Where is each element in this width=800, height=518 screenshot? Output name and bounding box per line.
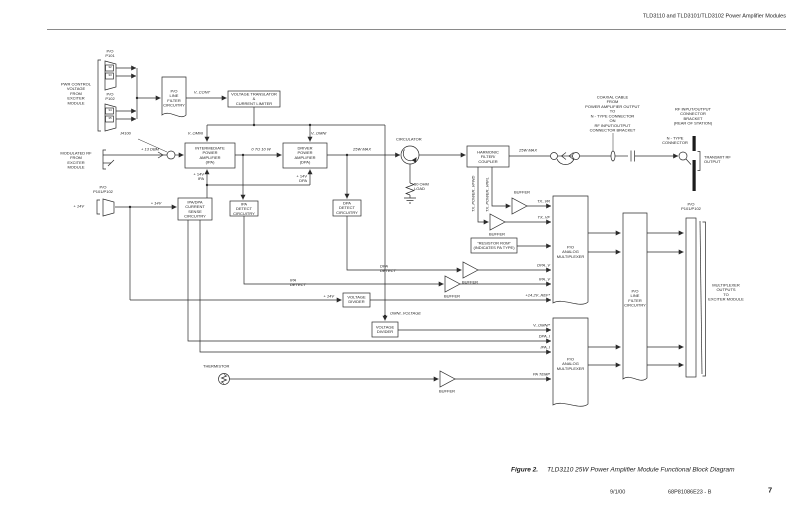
junction-dots [128, 96, 387, 318]
p102-pin-35: 35 [107, 116, 112, 120]
bracket-symbols [96, 59, 706, 377]
line-filter-left-label: P/O LINE FILTER CIRCUITRY [163, 89, 185, 108]
p101-pin-33: 33 [107, 73, 112, 77]
ipa-v-label: IPA_V [538, 277, 550, 282]
cable-connector-icons [550, 150, 635, 165]
tx-power-vfwd-label: TX_POWER_VFWD [471, 175, 476, 212]
figure-label: Figure 2. [511, 465, 539, 474]
p102-label: P/O P102 [105, 92, 115, 102]
figure-title: TLD3110 25W Power Amplifier Module Funct… [547, 465, 735, 474]
plus14v-left-label: + 14V [73, 204, 84, 209]
rf-25w-max-label-2: 25W MAX [518, 148, 537, 153]
thermistor-icon [218, 373, 230, 385]
footer-date: 9/1/00 [610, 489, 626, 495]
supply-connector-label: P/O P101/P102 [93, 185, 113, 195]
v-cont-label: V_CONT [193, 90, 211, 95]
connector-p101-symbol [104, 60, 117, 91]
voltage-divider1-label: VOLTAGE DIVIDER [347, 295, 366, 305]
ipa-detect-box-label: IPA DETECT CIRCUITRY [233, 201, 255, 216]
dpa-v-label: DPA_V [537, 263, 550, 268]
footer-doc-number: 68P81086E23 - B [668, 489, 712, 495]
footer-page-number: 7 [768, 486, 773, 495]
p101-pin-32: 32 [107, 65, 112, 69]
plus14v-ipa-label: + 14V IPA [193, 172, 204, 182]
supply-connector-symbol [102, 198, 115, 217]
thermistor-label: THERMISTOR [203, 364, 230, 369]
tx-power-vrfl-label: TX_POWER_VRFL [485, 177, 490, 212]
analog-mux1-label: P/O ANALOG MULTIPLEXER [556, 244, 585, 259]
p101-label: P/O P101 [105, 49, 115, 59]
tx-vf-label: TX_VF [537, 215, 550, 220]
dpa-box-label: DRIVER POWER AMPLIFIER (DPA) [294, 146, 316, 165]
analog-mux1-box [552, 195, 589, 305]
line-filter-left-box [161, 76, 187, 118]
resistor-rom-label: "RESISTOR ROM" (INDICATES PA TYPE) [473, 241, 515, 251]
plus14v-divider-label: + 14V [323, 294, 334, 299]
buffer-label-4: BUFFER [444, 294, 460, 299]
dpa-detect-signal-label: DPA DETECT [380, 264, 396, 274]
analog-mux2-label: P/O ANALOG MULTIPLEXER [556, 357, 585, 371]
buffer-amplifier-icons [439, 197, 528, 388]
pwr-control-note: PWR CONTROL VOLTAGE FROM EXCITER MODULE [61, 82, 91, 106]
page-header-title: TLD3110 and TLD3101/TLD3102 Power Amplif… [642, 13, 786, 19]
voltage-translator-label: VOLTAGE TRANSLATOR & CURRENT LIMITER [231, 92, 277, 106]
load-resistor-icon [404, 164, 416, 204]
line-filter-right-label: P/O LINE FILTER CIRCUITRY [624, 289, 646, 308]
line-filter-right-box [622, 212, 648, 381]
analog-mux2-box [552, 317, 589, 407]
ref-14-2v-label: +14.2V_REF* [525, 293, 550, 298]
rf-io-bracket-note: RF INPUT/OUTPUT CONNECTOR BRACKET (REAR … [673, 107, 713, 126]
buffer-label-2: BUFFER [489, 232, 505, 237]
n-type-connector-icon [678, 151, 692, 165]
ipa-i-label: IPA_I [540, 345, 550, 350]
buffer-label-3: BUFFER [462, 280, 478, 285]
figure-caption: Figure 2. TLD3110 25W Power Amplifier Mod… [511, 458, 771, 474]
header-rule [47, 29, 786, 31]
circulator-icon [400, 145, 420, 165]
harmonic-filter-label: HARMONIC FILTER/ COUPLER [477, 149, 499, 164]
mux-outputs-note: MULTIPLEXER OUTPUTS TO EXCITER MODULE [708, 283, 744, 302]
wires [103, 65, 684, 382]
rf-25w-max-label-1: 25W MAX [352, 146, 371, 152]
ipa-detect-signal-label: IPA DETECT [290, 278, 306, 288]
plus14v-wire-label: + 14V [150, 201, 162, 206]
j4100-jack-icon [157, 150, 176, 160]
transmit-rf-label: TRANSMIT RF OUTPUT [704, 155, 731, 165]
torn-boxes [161, 76, 648, 407]
tx-vr-label: TX_VR [537, 199, 550, 204]
v-omni-star-label: V_OMNI* [533, 323, 550, 328]
buffer-label-5: BUFFER [439, 389, 455, 394]
n-type-connector-label: N - TYPE CONNECTOR [662, 136, 688, 146]
dpa-i-label: DPA_I [538, 334, 550, 339]
omni-voltage-label: OMNI_VOLTAGE [390, 311, 421, 316]
connector-p102-symbol [104, 103, 117, 132]
v-omni-label-2: V_OMNI [311, 131, 327, 136]
circulator-label: CIRCULATOR [396, 137, 422, 142]
buffer-label-1: BUFFER [514, 190, 530, 195]
pa-temp-label: PA TEMP [532, 372, 550, 377]
p102-pin-34: 34 [107, 108, 112, 112]
right-output-connector-symbol [685, 217, 703, 378]
dpa-detect-box-label: DPA DETECT CIRCUITRY [336, 201, 358, 215]
v-omni-label-1: V_OMNI [187, 131, 203, 136]
ipa-box-label: INTERMEDIATE POWER AMPLIFIER (IPA) [195, 146, 225, 165]
voltage-divider2-label: VOLTAGE DIVIDER [375, 325, 395, 335]
current-sense-label: IPA/DPA CURRENT SENSE CIRCUITRY [184, 200, 206, 219]
j4100-label: J4100 [120, 131, 131, 136]
modulated-rf-note: MODULATED RF FROM EXCITER MODULE [60, 151, 92, 170]
input-level-label: + 13 DBM [141, 147, 159, 152]
right-connector-label: P/O P101/P102 [681, 202, 701, 212]
rf-0-10w-label: 0 TO 10 W [251, 146, 271, 152]
coax-cable-note: COAXIAL CABLE FROM POWER AMPLIFIER OUTPU… [585, 95, 640, 133]
plus14v-dpa-label: + 14V DPA [296, 174, 307, 184]
load-label: 50 OHM LOAD [414, 182, 429, 192]
connector-bracket-bars [692, 136, 696, 191]
block-boxes [177, 90, 518, 338]
